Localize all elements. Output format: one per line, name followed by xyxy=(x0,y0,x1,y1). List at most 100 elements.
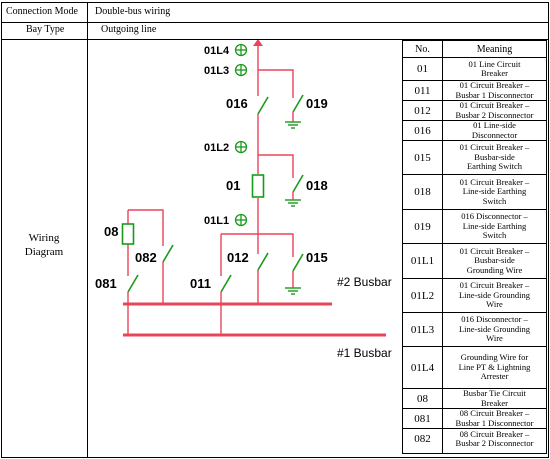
legend-meaning-line: 08 Circuit Breaker – xyxy=(459,428,530,439)
legend-meaning: 01 Circuit Breaker –Busbar 2 Disconnecto… xyxy=(443,100,546,120)
legend-meaning-line: Line PT & Lightning xyxy=(458,361,531,372)
label-016: 016 xyxy=(226,96,248,111)
legend-code: 011 xyxy=(414,84,431,97)
breaker-01-icon xyxy=(251,174,265,198)
label-01L1: 01L1 xyxy=(204,215,229,227)
legend-code: 081 xyxy=(414,412,431,425)
legend-code: 01L2 xyxy=(410,289,435,302)
connection-mode-label: Connection Mode xyxy=(6,6,78,17)
legend-row: 012 01 Circuit Breaker –Busbar 2 Disconne… xyxy=(403,100,546,121)
label-busbar-1: #1 Busbar xyxy=(337,346,392,360)
legend-meaning-line: Busbar 1 Disconnector xyxy=(455,417,534,428)
legend-meaning-line: Busbar 2 Disconnector xyxy=(455,109,534,120)
breaker-08-icon xyxy=(121,223,135,245)
branch-019 xyxy=(258,69,294,98)
label-busbar-2: #2 Busbar xyxy=(337,275,392,289)
legend-meaning-line: 01 Line Circuit xyxy=(468,58,521,69)
grounding-wire-01L2-icon xyxy=(234,140,248,154)
legend-code: 01L3 xyxy=(410,323,435,336)
legend-meaning-line: 01 Circuit Breaker – xyxy=(459,245,530,256)
legend-meaning-line: 016 Disconnector – xyxy=(461,314,528,325)
switch-011-icon xyxy=(220,274,232,293)
legend-code: 012 xyxy=(414,104,431,117)
legend-meaning-line: Line-side Earthing xyxy=(462,220,527,231)
legend-row: 081 08 Circuit Breaker –Busbar 1 Disconne… xyxy=(403,408,546,429)
label-018: 018 xyxy=(306,178,328,193)
legend-code: 08 xyxy=(417,392,428,405)
legend-meaning-line: Breaker xyxy=(481,68,508,78)
legend-meaning-line: Earthing Switch xyxy=(466,161,522,172)
legend-meaning-line: Grounding Wire xyxy=(466,264,523,275)
legend-meaning-line: Line-side Earthing xyxy=(462,186,527,197)
legend-meaning-line: 01 Circuit Breaker – xyxy=(459,176,530,187)
legend-meaning-line: Arrester xyxy=(480,371,509,382)
wiring-label-line1: Wiring xyxy=(28,232,60,244)
ground-icon xyxy=(285,287,301,295)
legend-meaning-line: Busbar 2 Disconnector xyxy=(455,438,534,448)
legend-code: 018 xyxy=(414,186,431,198)
wiring-diagram: 01L4 01L3 016 019 01L2 01 018 01L1 08 08… xyxy=(95,40,392,360)
legend-meaning-line: Busbar-side xyxy=(474,151,515,162)
legend-code: 01 xyxy=(417,63,428,75)
legend-meaning-line: 01 Line-side xyxy=(473,120,516,130)
legend-meaning-line: Grounding Wire for xyxy=(460,352,529,363)
legend-code: 01L4 xyxy=(410,361,435,374)
switch-019-icon xyxy=(292,94,304,113)
legend-header-no: No. xyxy=(415,43,430,55)
label-019: 019 xyxy=(306,96,328,111)
legend-meaning-line: 016 Disconnector – xyxy=(461,211,528,222)
label-082: 082 xyxy=(135,250,157,265)
label-015: 015 xyxy=(306,250,328,265)
label-08: 08 xyxy=(104,224,118,239)
legend-meaning-line: Busbar-side xyxy=(474,255,515,266)
legend-meaning-line: 08 Circuit Breaker – xyxy=(459,408,530,418)
grounding-wire-01L4-icon xyxy=(234,43,248,57)
legend-header-row: No. Meaning xyxy=(403,41,546,58)
ground-icon xyxy=(285,199,301,207)
switch-012-icon xyxy=(257,252,269,271)
legend-meaning-line: Breaker xyxy=(481,397,508,408)
label-011: 011 xyxy=(190,276,211,291)
label-01: 01 xyxy=(226,178,240,193)
row-divider xyxy=(1,22,549,23)
switch-016-icon xyxy=(257,96,269,115)
ground-icon xyxy=(285,121,301,129)
legend-meaning-line: Busbar 1 Disconnector xyxy=(455,89,534,100)
legend-row: 011 01 Circuit Breaker –Busbar 1 Disconne… xyxy=(403,80,546,101)
legend-meaning: 01 Circuit Breaker –Busbar 1 Disconnecto… xyxy=(443,80,546,100)
legend-meaning-line: Wire xyxy=(486,299,503,310)
legend-meaning: 08 Circuit Breaker –Busbar 2 Disconnecto… xyxy=(443,429,546,449)
legend-meaning-line: Busbar Tie Circuit xyxy=(463,388,526,398)
switch-015-icon xyxy=(292,253,304,272)
legend-meaning-line: 01 Circuit Breaker – xyxy=(459,142,530,153)
row-divider xyxy=(1,39,549,40)
legend-row: 01L3 016 Disconnector –Line-side Groundin… xyxy=(403,313,546,347)
legend-code: 015 xyxy=(414,151,431,164)
legend-header-meaning: Meaning xyxy=(476,43,513,55)
grounding-wire-01L3-icon xyxy=(234,63,248,77)
legend-meaning-line: Line-side Grounding xyxy=(458,289,531,300)
legend-meaning: 08 Circuit Breaker –Busbar 1 Disconnecto… xyxy=(443,408,546,428)
bay-type-value: Outgoing line xyxy=(101,24,157,35)
label-01L2: 01L2 xyxy=(204,142,229,154)
label-01L4: 01L4 xyxy=(204,45,230,57)
column-divider xyxy=(87,2,88,458)
